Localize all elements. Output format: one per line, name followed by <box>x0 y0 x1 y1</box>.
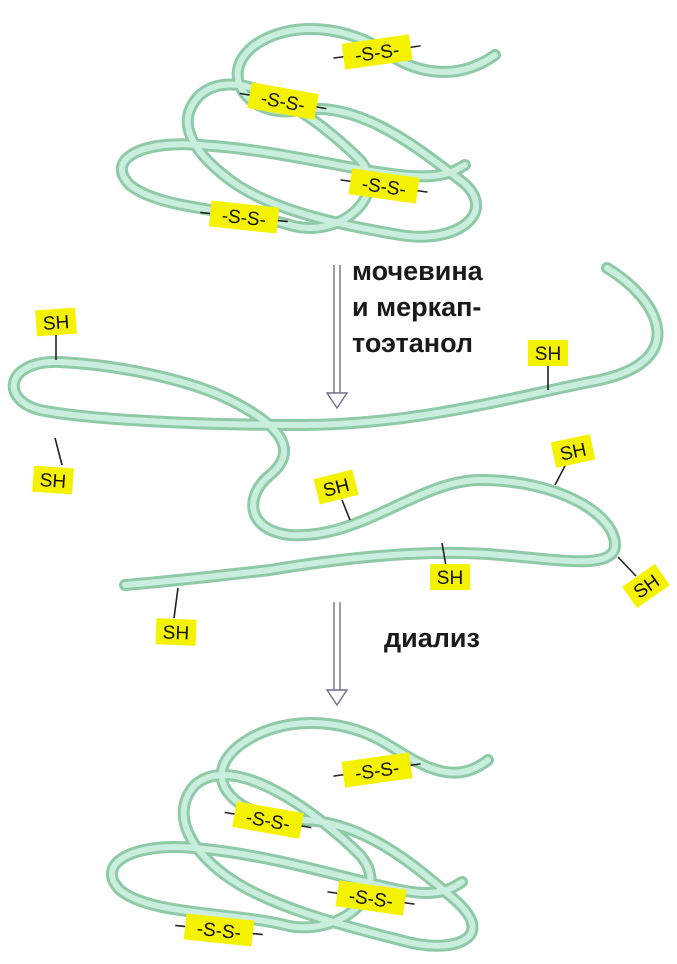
thiol-group: SH <box>313 469 359 521</box>
thiol-group: SH <box>430 542 470 590</box>
dialysis-label: диализ <box>384 623 480 653</box>
disulfide-bond: -S-S- <box>224 801 312 839</box>
disulfide-bond: -S-S- <box>200 200 288 234</box>
reagent-line-1: мочевина <box>352 256 483 286</box>
svg-text:-S-S-: -S-S- <box>221 206 267 232</box>
native-protein: -S-S- -S-S- -S-S- -S-S- <box>115 23 501 243</box>
thiol-group: SH <box>528 340 568 390</box>
disulfide-bond: -S-S- <box>175 913 263 947</box>
disulfide-bond: -S-S- <box>327 880 415 916</box>
reagent-label: мочевина и меркап- тоэтанол <box>352 253 483 361</box>
refolded-protein: -S-S- -S-S- -S-S- -S-S- <box>106 717 494 952</box>
thiol-group: SH <box>550 434 596 486</box>
down-arrow-icon <box>325 265 349 410</box>
unfolded-protein: SH SH SH SH <box>7 262 670 646</box>
thiol-group: SH <box>35 307 77 360</box>
reagent-line-3: тоэтанол <box>352 328 474 358</box>
svg-text:SH: SH <box>535 344 561 365</box>
disulfide-bond: -S-S- <box>333 34 421 70</box>
svg-text:SH: SH <box>39 470 67 493</box>
disulfide-bond: -S-S- <box>340 168 428 204</box>
svg-text:SH: SH <box>162 623 189 645</box>
svg-text:SH: SH <box>437 568 463 589</box>
svg-text:-S-S-: -S-S- <box>196 919 242 945</box>
svg-text:SH: SH <box>42 312 70 335</box>
thiol-group: SH <box>155 587 197 646</box>
disulfide-bond: -S-S- <box>333 752 421 788</box>
thiol-group: SH <box>32 437 74 495</box>
down-arrow-icon <box>325 602 349 707</box>
reagent-line-2: и меркап- <box>352 292 482 322</box>
thiol-group: SH <box>617 556 670 609</box>
